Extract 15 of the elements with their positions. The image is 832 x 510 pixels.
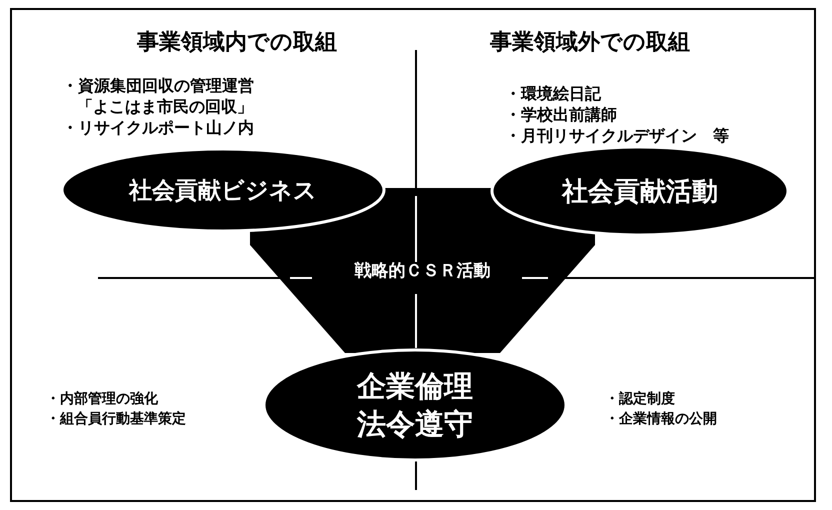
list-item: ・認定制度	[605, 390, 675, 408]
list-item: ・企業情報の公開	[605, 410, 717, 428]
ellipse-label: 社会貢献活動	[562, 176, 718, 208]
section-heading: 事業領域内での取組	[137, 30, 337, 56]
list-item: ・資源集団回収の管理運営	[62, 76, 254, 96]
list-item: 「よこはま市民の回収」	[77, 97, 253, 117]
section-heading: 事業領域外での取組	[490, 30, 690, 56]
list-item: ・内部管理の強化	[46, 390, 158, 408]
list-item: ・学校出前講師	[505, 105, 617, 125]
ellipse-label: 社会貢献ビジネス	[129, 176, 317, 206]
list-item: ・月刊リサイクルデザイン 等	[505, 126, 729, 146]
list-item: ・環境絵日記	[505, 84, 601, 104]
ellipse-label: 企業倫理法令遵守	[356, 368, 474, 443]
list-item: ・リサイクルポート山ノ内	[62, 118, 254, 138]
list-item: ・組合員行動基準策定	[46, 410, 186, 428]
